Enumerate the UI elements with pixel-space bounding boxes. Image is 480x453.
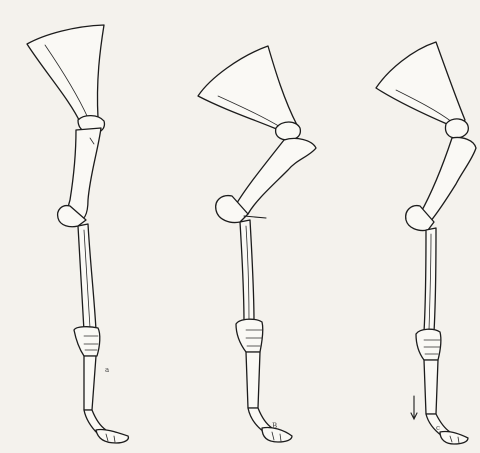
limb-panel-c: c	[376, 42, 476, 444]
humerus-c	[420, 137, 476, 223]
carpus-c	[416, 329, 441, 360]
humerus-b	[234, 138, 316, 216]
shoulder-joint-b	[276, 122, 301, 140]
radius-ulna-b	[240, 220, 254, 323]
cannon-a	[84, 356, 96, 410]
shoulder-joint-c	[445, 119, 468, 138]
carpus-b	[236, 319, 263, 352]
panel-letter-a: a	[105, 366, 109, 374]
carpus-a	[74, 327, 100, 356]
scapula-b	[198, 46, 297, 132]
panel-letter-c: c	[436, 424, 440, 432]
scapula-a	[27, 25, 104, 125]
hoof-a	[96, 429, 128, 443]
scapula-c	[376, 42, 465, 126]
cannon-c	[424, 360, 438, 414]
limb-panel-a: a	[27, 25, 128, 443]
cannon-b	[246, 352, 260, 408]
panel-letter-b: B	[272, 422, 277, 430]
limb-panel-b: B	[198, 46, 316, 442]
hoof-c	[440, 431, 468, 444]
